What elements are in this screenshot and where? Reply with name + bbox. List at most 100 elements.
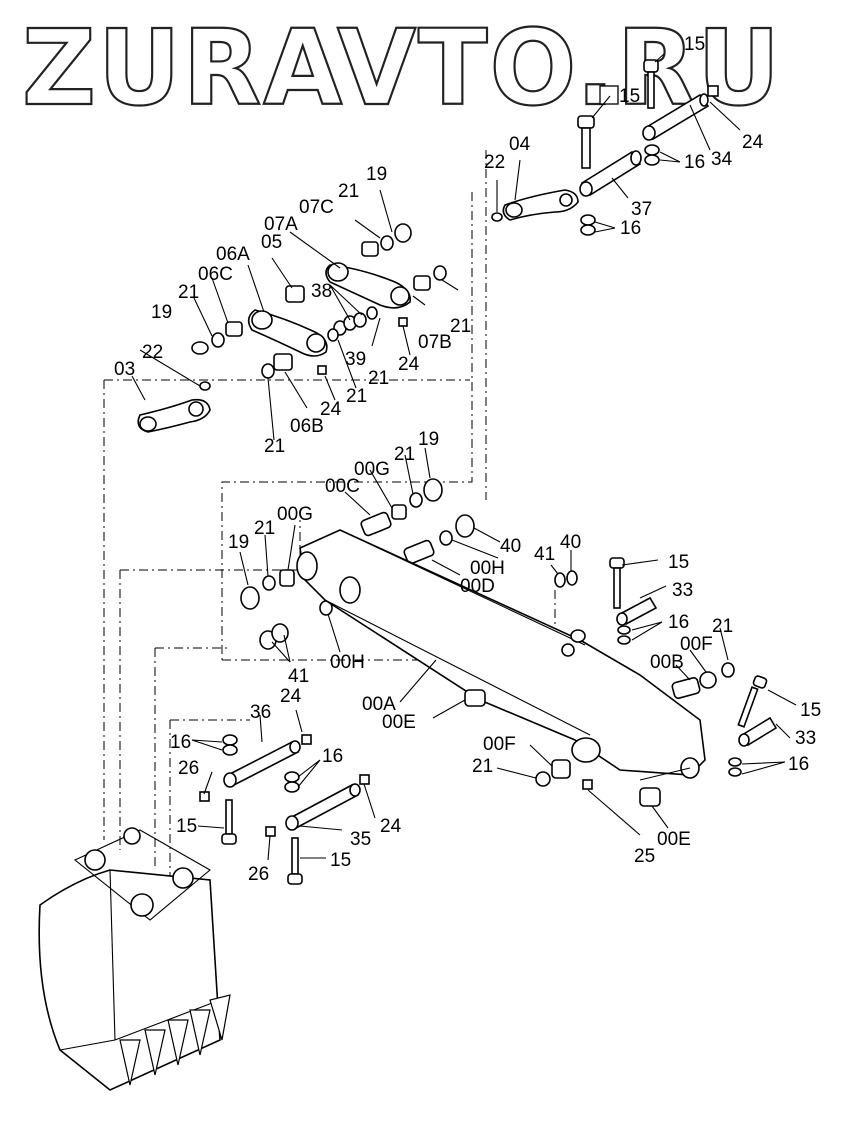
- label-00b: 00B: [650, 652, 684, 673]
- washer-21-06c: [211, 332, 225, 348]
- arm-00a: [296, 529, 706, 779]
- label-06a: 06A: [216, 244, 250, 265]
- grease-24-b: [317, 365, 327, 375]
- label-19: 19: [228, 532, 249, 553]
- label-41: 41: [534, 544, 555, 565]
- label-16: 16: [620, 218, 641, 239]
- leader-lines: [131, 53, 797, 861]
- label-03: 03: [114, 359, 135, 380]
- part-labels: 15 15 24 34 16 22 04 19 21 07C 37 16 07A…: [114, 34, 821, 885]
- link-04: [491, 189, 579, 222]
- label-21: 21: [394, 444, 415, 465]
- label-21: 21: [178, 282, 199, 303]
- label-21: 21: [338, 181, 359, 202]
- label-00g: 00G: [354, 459, 390, 480]
- label-39: 39: [345, 349, 366, 370]
- link-03: [137, 381, 211, 433]
- nuts-16-lower: [580, 214, 596, 236]
- label-07a: 07A: [264, 214, 298, 235]
- label-26: 26: [178, 758, 199, 779]
- label-21: 21: [472, 756, 493, 777]
- label-16: 16: [322, 746, 343, 767]
- label-00d: 00D: [460, 576, 495, 597]
- label-15: 15: [619, 86, 640, 107]
- label-00a: 00A: [362, 694, 396, 715]
- label-37: 37: [631, 199, 652, 220]
- pin-33-b: [738, 716, 778, 747]
- label-24: 24: [380, 816, 402, 837]
- bolt-15-bucket-b: [287, 837, 303, 885]
- label-24: 24: [742, 132, 764, 153]
- grease-24-c: [301, 734, 312, 745]
- pin-35: [285, 783, 361, 831]
- bushing-07c: [361, 241, 379, 257]
- grease-26-b: [265, 826, 276, 837]
- label-15: 15: [330, 850, 351, 871]
- watermark-dot: [599, 85, 619, 105]
- bushing-06c: [225, 321, 243, 337]
- grease-24-d: [359, 774, 370, 785]
- pin-37: [579, 150, 642, 197]
- label-22: 22: [484, 152, 505, 173]
- watermark: ZURAVTO.RU: [22, 7, 782, 129]
- label-19: 19: [366, 164, 387, 185]
- pin-34: [642, 85, 719, 141]
- washer-21-arm-top: [409, 492, 423, 508]
- bucket: [38, 827, 231, 1091]
- label-33: 33: [672, 580, 693, 601]
- label-00h: 00H: [470, 558, 505, 579]
- label-21: 21: [346, 386, 367, 407]
- bushing-00e-a: [464, 689, 486, 707]
- link-06a: [247, 309, 328, 357]
- bushing-00e-b: [639, 787, 661, 807]
- label-22: 22: [142, 342, 163, 363]
- label-24: 24: [320, 399, 342, 420]
- label-15: 15: [684, 34, 705, 55]
- label-04: 04: [509, 134, 531, 155]
- washers-38-39: [327, 306, 378, 342]
- bolt-15-second: [577, 115, 595, 169]
- label-21: 21: [712, 616, 733, 637]
- washer-00h-top: [439, 530, 453, 546]
- seal-19-arm-left: [240, 586, 260, 610]
- washer-40-arm: [455, 514, 475, 538]
- label-41: 41: [288, 666, 309, 687]
- label-40: 40: [560, 532, 581, 553]
- label-00c: 00C: [325, 476, 360, 497]
- label-00g: 00G: [277, 504, 313, 525]
- bolt-15-right-b: [737, 675, 768, 728]
- label-16: 16: [170, 732, 191, 753]
- label-05: 05: [261, 232, 282, 253]
- label-40: 40: [500, 536, 521, 557]
- assembly-lines: [103, 150, 560, 880]
- seal-19-left: [191, 341, 209, 355]
- label-15: 15: [668, 552, 689, 573]
- label-15: 15: [800, 700, 821, 721]
- bushing-00d: [403, 539, 435, 565]
- bushing-05: [285, 285, 305, 303]
- label-19: 19: [151, 302, 172, 323]
- label-21: 21: [368, 368, 389, 389]
- seal-19-arm-top: [423, 478, 443, 502]
- washers-41-40-right: [554, 570, 578, 588]
- label-24: 24: [398, 354, 420, 375]
- washer-21-arm-left: [262, 575, 276, 591]
- pin-36: [223, 740, 301, 788]
- bushing-00b: [671, 662, 735, 699]
- label-06b: 06B: [290, 416, 324, 437]
- nuts-16-bucket-a: [222, 734, 238, 756]
- nuts-16-bucket-b: [284, 771, 300, 793]
- pin-33-a: [616, 596, 658, 626]
- label-16: 16: [668, 612, 689, 633]
- label-00e: 00E: [657, 829, 691, 850]
- label-21: 21: [254, 518, 275, 539]
- label-26: 26: [248, 864, 269, 885]
- label-00f: 00F: [680, 634, 713, 655]
- label-21: 21: [450, 316, 471, 337]
- label-16: 16: [684, 152, 705, 173]
- washer-21-07c: [380, 235, 394, 251]
- label-07b: 07B: [418, 332, 452, 353]
- label-19: 19: [418, 429, 439, 450]
- label-00f: 00F: [483, 734, 516, 755]
